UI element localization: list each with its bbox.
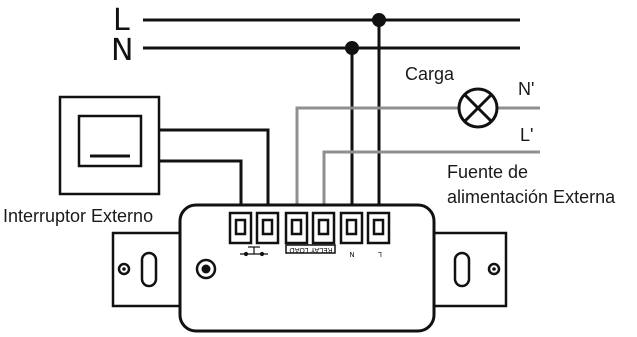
l-terminal-label: L	[378, 250, 382, 258]
external-switch-label: Interruptor Externo	[3, 206, 153, 226]
mounting-hole	[195, 258, 217, 280]
line-L-label: L	[113, 3, 130, 38]
load-label: Carga	[405, 64, 455, 84]
n-prime-label: N'	[518, 79, 534, 99]
switch-wire-2	[159, 128, 270, 213]
line-junction-dot	[372, 13, 386, 27]
l-prime-label: L'	[520, 125, 533, 145]
external-supply-label-1: Fuente de	[447, 162, 528, 182]
terminal-block	[228, 211, 391, 245]
relay-wire-to-external-supply	[322, 150, 540, 213]
n-terminal-label: N	[349, 250, 354, 258]
external-switch-icon	[58, 95, 161, 196]
relay-load-marker-box	[285, 244, 336, 254]
relay-load-terminal-label: RELAY LOAD	[289, 246, 332, 254]
mains-lines	[143, 18, 520, 50]
mains-drops	[350, 20, 381, 213]
external-supply-label-2: alimentación Externa	[447, 187, 616, 207]
line-N-label: N	[111, 33, 133, 68]
lamp-icon	[457, 87, 499, 129]
switch-wires	[159, 128, 270, 213]
mounting-ear-right	[433, 231, 508, 308]
switch-wire-1	[159, 159, 243, 213]
mounting-ear-left	[111, 231, 186, 308]
switch-terminal-symbol	[240, 246, 268, 257]
neutral-junction-dot	[345, 41, 359, 55]
